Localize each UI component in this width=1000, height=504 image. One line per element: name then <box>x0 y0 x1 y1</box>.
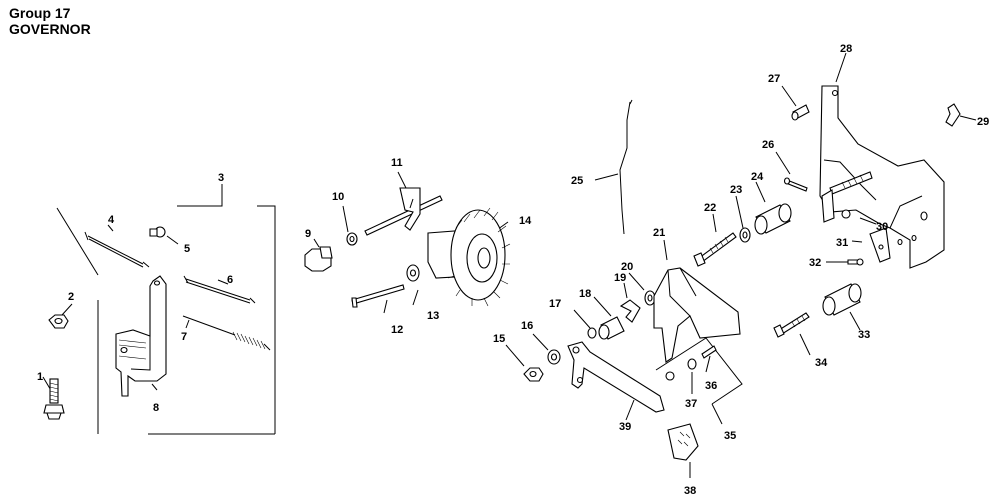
kit-3-bracket <box>56 184 276 435</box>
part-17-washer <box>573 309 597 339</box>
part-21-control-bracket <box>653 239 741 363</box>
part-27-screw <box>781 85 810 121</box>
group-number: Group 17 <box>9 5 71 21</box>
part-8-governor-lever <box>115 275 167 397</box>
callout-7: 7 <box>181 331 187 343</box>
callout-31: 31 <box>836 237 848 249</box>
callout-6: 6 <box>227 274 233 286</box>
callout-10: 10 <box>332 191 344 203</box>
callout-5: 5 <box>184 243 190 255</box>
part-34-bolt <box>773 312 811 356</box>
callout-25: 25 <box>571 175 583 187</box>
callout-11: 11 <box>391 157 403 169</box>
callout-22: 22 <box>704 202 716 214</box>
callout-23: 23 <box>730 184 742 196</box>
part-39-control-lever <box>567 341 665 421</box>
callout-37: 37 <box>685 398 697 410</box>
diagram-header: Group 17 GOVERNOR <box>9 5 91 37</box>
callout-28: 28 <box>840 43 852 55</box>
part-6-linkage-rod <box>183 275 256 304</box>
callout-38: 38 <box>684 485 696 497</box>
callout-21: 21 <box>653 227 665 239</box>
callout-15: 15 <box>493 333 505 345</box>
part-7-governor-spring <box>182 315 271 351</box>
callout-13: 13 <box>427 310 439 322</box>
part-37-washer <box>665 358 697 394</box>
part-38-knob <box>667 423 699 478</box>
part-5-clip <box>149 226 179 245</box>
callout-17: 17 <box>549 298 561 310</box>
callout-33: 33 <box>858 329 870 341</box>
part-22-bolt <box>693 213 737 267</box>
part-13-thrust-washer <box>406 264 420 306</box>
part-18-bushing <box>593 296 625 340</box>
callout-2: 2 <box>68 291 74 303</box>
part-33-spacer <box>822 283 862 331</box>
callout-30: 30 <box>876 221 888 233</box>
callout-labels: 1 2 3 4 5 6 7 8 9 10 11 12 13 14 15 16 1… <box>37 43 989 497</box>
part-31-bracket <box>851 227 891 263</box>
callout-4: 4 <box>108 214 115 226</box>
callout-19: 19 <box>614 272 626 284</box>
callout-9: 9 <box>305 228 311 240</box>
callout-16: 16 <box>521 320 533 332</box>
part-36-screw <box>701 345 717 373</box>
part-4-linkage-rod <box>84 224 150 268</box>
callout-39: 39 <box>619 421 631 433</box>
callout-1: 1 <box>37 371 43 383</box>
part-14-governor-gear <box>427 207 511 307</box>
callout-32: 32 <box>809 257 821 269</box>
callout-34: 34 <box>815 357 828 369</box>
part-29-clip <box>945 103 977 127</box>
part-12-pin <box>351 284 405 314</box>
part-15-nut <box>505 344 544 382</box>
callout-20: 20 <box>621 261 633 273</box>
part-35-kit-outline <box>655 337 743 425</box>
part-20-washer <box>628 272 656 306</box>
part-1-flange-bolt <box>42 376 65 420</box>
part-16-washer <box>532 333 561 365</box>
part-11-governor-shaft <box>364 171 443 236</box>
callout-12: 12 <box>391 324 403 336</box>
part-10-washer <box>342 205 358 246</box>
part-25-link-rod <box>594 99 633 235</box>
callout-3: 3 <box>218 172 224 184</box>
callout-14: 14 <box>519 215 532 227</box>
callout-8: 8 <box>153 402 159 414</box>
diagram-title: GOVERNOR <box>9 21 91 37</box>
callout-36: 36 <box>705 380 717 392</box>
callout-35: 35 <box>724 430 736 442</box>
callout-26: 26 <box>762 139 774 151</box>
part-32-screw <box>826 258 864 266</box>
callout-18: 18 <box>579 288 591 300</box>
part-26-screw <box>775 151 808 192</box>
part-9-plug <box>304 238 333 272</box>
part-24-spacer <box>754 181 792 235</box>
part-30-shoulder-screw <box>821 171 877 225</box>
part-2-hex-nut <box>48 303 73 329</box>
part-28-control-plate <box>819 52 945 269</box>
part-23-washer <box>735 195 751 243</box>
callout-24: 24 <box>751 171 764 183</box>
part-19-clip <box>619 282 641 323</box>
callout-27: 27 <box>768 73 780 85</box>
callout-29: 29 <box>977 116 989 128</box>
